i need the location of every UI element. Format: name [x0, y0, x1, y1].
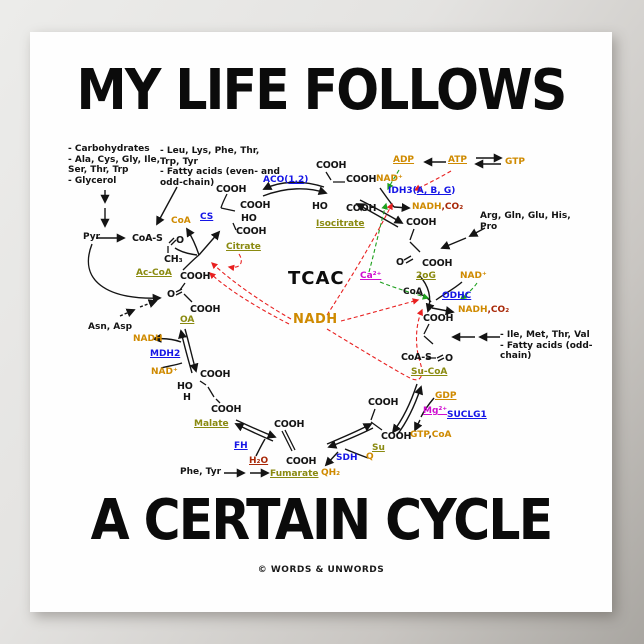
label-2og: 2oG [416, 271, 436, 281]
copyright-line: © WORDS & UNWORDS [257, 565, 385, 575]
enzyme-idh3: IDH3(A, B, G) [388, 186, 456, 196]
label-citrate: Citrate [226, 242, 261, 252]
label-oa: OA [180, 315, 195, 325]
enzyme-suclg1: SUCLG1 [447, 410, 487, 420]
input-phe-tyr: Phe, Tyr [180, 467, 222, 477]
input-asn-asp: Asn, Asp [88, 322, 133, 332]
label-malate: Malate [194, 419, 229, 429]
cofactor-coa-odhc: CoA [403, 287, 423, 297]
input-ile-group-list: - Ile, Met, Thr, Val - Fatty acids (odd-… [500, 330, 593, 362]
activation-arrows [368, 169, 478, 300]
poster: MY LIFE FOLLOWS [30, 32, 612, 612]
structure-bonds [167, 171, 445, 452]
poster-title-bottom: A CERTAIN CYCLE [90, 488, 553, 553]
akg-o: O [396, 257, 404, 268]
citrate-ho: HO [241, 213, 257, 224]
tcac-diagram: - Carbohydrates - Ala, Cys, Gly, Ile, Se… [30, 32, 612, 612]
byproduct-gtp-coa: GTP,CoA [410, 430, 452, 440]
cofactor-mg: Mg²⁺ [423, 406, 448, 416]
enzyme-fh: FH [234, 441, 248, 451]
oa-o: O [167, 289, 175, 300]
succinate-cooh-2: COOH [381, 431, 412, 442]
regulator-nadh-center: NADH [293, 312, 338, 327]
citrate-cooh-2: COOH [240, 200, 271, 211]
malate-h: H [183, 392, 191, 403]
cofactor-q: Q [366, 452, 374, 462]
fumarate-cooh-2: COOH [286, 456, 317, 467]
enzyme-sdh: SDH [336, 453, 358, 463]
byproduct-nadh-mdh2: NADH [133, 334, 163, 344]
cofactor-atp: ATP [448, 155, 468, 165]
cofactor-nad-idh3: NAD⁺ [376, 174, 403, 184]
enzyme-cs: CS [200, 212, 214, 222]
sucoa-o: O [445, 353, 453, 364]
fumarate-cooh-1: COOH [274, 419, 305, 430]
label-su: Su [372, 443, 385, 453]
input-arg-group-list: Arg, Gln, Glu, His, Pro [480, 211, 571, 232]
cofactor-adp: ADP [393, 155, 415, 165]
cofactor-qh2: QH₂ [321, 468, 341, 478]
input-amino-fatty-list: - Leu, Lys, Phe, Thr, Trp, Tyr - Fatty a… [160, 146, 280, 188]
enzyme-mdh2: MDH2 [150, 349, 181, 359]
cofactor-h2o: H₂O [249, 456, 269, 466]
cofactor-coa-out: CoA [171, 216, 191, 226]
sucoa-cooh: COOH [423, 313, 454, 324]
sucoa-coas: CoA-S [401, 352, 432, 363]
acetyl-coa-coas: CoA-S [132, 233, 163, 244]
reaction-arrows [87, 153, 503, 478]
oa-cooh-1: COOH [180, 271, 211, 282]
label-ac-coa: Ac-CoA [136, 268, 172, 278]
malate-ho: HO [177, 381, 193, 392]
akg-cooh-2: COOH [422, 258, 453, 269]
metabolite-pyruvate: Pyr [83, 232, 101, 242]
oa-cooh-2: COOH [190, 304, 221, 315]
cofactor-gtp-top: GTP [505, 157, 525, 167]
cofactor-gdp: GDP [435, 391, 457, 401]
regulator-ca: Ca²⁺ [360, 271, 382, 281]
acetyl-coa-ch3: CH₃ [164, 254, 183, 265]
malate-cooh-2: COOH [211, 404, 242, 415]
isocitrate-cooh-3: COOH [346, 203, 377, 214]
byproduct-nadh-co2-idh3: NADH,CO₂ [412, 202, 464, 212]
isocitrate-ho: HO [312, 201, 328, 212]
inhibition-arrows [209, 170, 452, 381]
poster-title-top: MY LIFE FOLLOWS [76, 58, 568, 123]
byproduct-nadh-co2-odhc: NADH,CO₂ [458, 305, 510, 315]
isocitrate-cooh-2: COOH [346, 174, 377, 185]
malate-cooh-1: COOH [200, 369, 231, 380]
enzyme-aco: ACO(1,2) [263, 175, 309, 185]
isocitrate-cooh-1: COOH [316, 160, 347, 171]
cofactor-nad-mdh2: NAD⁺ [151, 367, 178, 377]
succinate-cooh-1: COOH [368, 397, 399, 408]
cycle-name-tcac: TCAC [288, 268, 345, 289]
label-isocitrate: Isocitrate [316, 219, 365, 229]
acetyl-coa-o: O [176, 235, 184, 246]
citrate-cooh-3: COOH [236, 226, 267, 237]
label-su-coa: Su-CoA [411, 367, 448, 377]
cofactor-nad-odhc: NAD⁺ [460, 271, 487, 281]
enzyme-odhc: ODHC [442, 291, 472, 301]
diagram-arrows [87, 153, 503, 478]
citrate-cooh-1: COOH [216, 184, 247, 195]
label-fumarate: Fumarate [270, 469, 319, 479]
akg-cooh-1: COOH [406, 217, 437, 228]
input-carbohydrates-list: - Carbohydrates - Ala, Cys, Gly, Ile, Se… [68, 144, 161, 186]
